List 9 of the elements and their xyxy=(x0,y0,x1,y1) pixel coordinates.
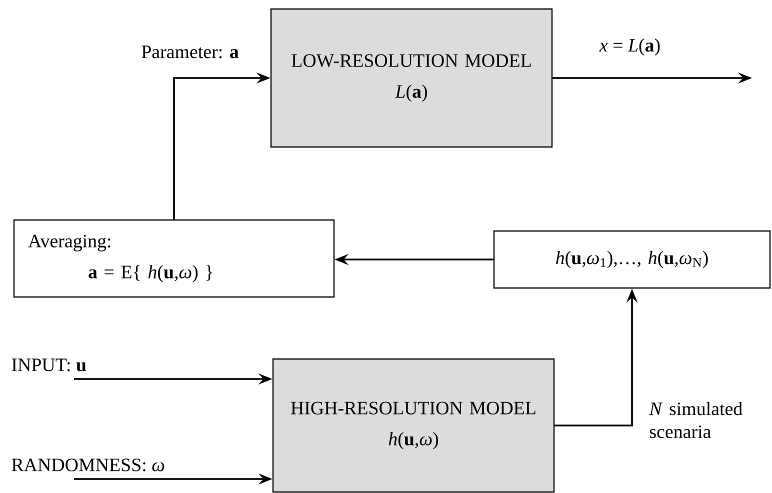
edge-label: RANDOMNESS: ω xyxy=(12,458,164,472)
edge-label: x = L(a) xyxy=(599,38,660,56)
model-box: HIGH-RESOLUTION MODEL h(u,ω) xyxy=(272,358,555,493)
process-box: h(u,ω$_{1}$),…, h(u,ω$_{N}$) xyxy=(493,230,771,289)
process-box: Averaging: a = E{ h(u,ω) } xyxy=(13,219,335,298)
edge-label: Parameter: a xyxy=(142,46,239,58)
model-box: LOW-RESOLUTION MODEL L(a) xyxy=(270,8,553,148)
edge-label: INPUT: u xyxy=(12,358,86,372)
edge-label: N simulated scenaria xyxy=(649,402,742,438)
